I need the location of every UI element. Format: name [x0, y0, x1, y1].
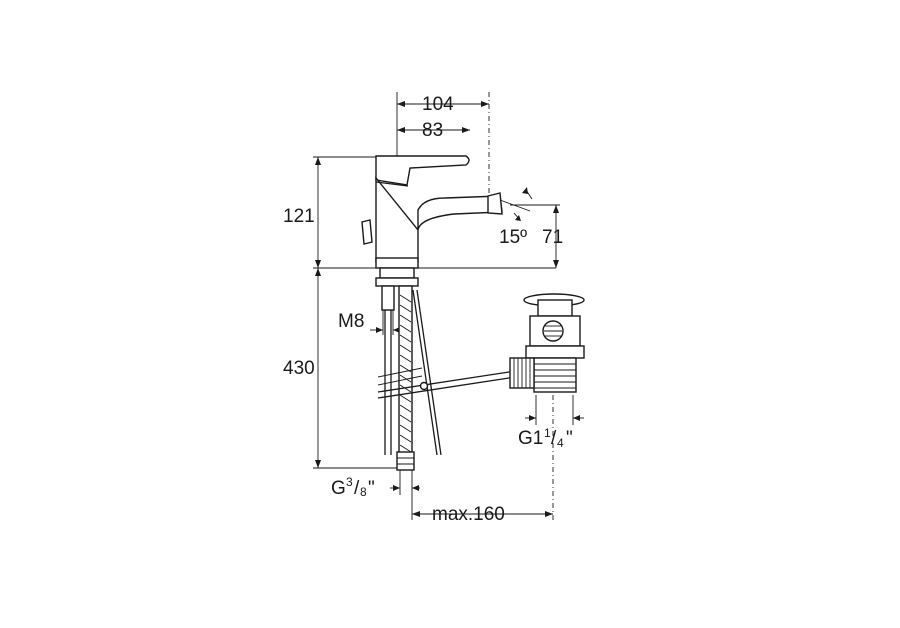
svg-text:/: /: [551, 428, 557, 449]
svg-text:G: G: [331, 478, 346, 499]
faucet-body: [361, 155, 503, 311]
dim-width-total: 104: [422, 94, 454, 115]
hoses: [377, 285, 523, 471]
svg-text:3: 3: [346, 475, 353, 489]
dim-flexible-length: 430: [283, 358, 315, 379]
dim-width-spout: 83: [422, 120, 443, 141]
svg-text:G1: G1: [518, 428, 543, 449]
svg-text:": ": [368, 478, 375, 499]
dim-height-body: 121: [283, 206, 315, 227]
dim-inlet-thread: G 3 / 8 ": [331, 475, 375, 499]
svg-text:8: 8: [360, 485, 367, 499]
dimension-lines: [313, 92, 584, 520]
svg-text:1: 1: [544, 426, 551, 440]
dimension-labels: 104 83 121 15º 71 M8 430 G 3 / 8 " G1 1 …: [283, 94, 573, 525]
dim-max-distance: max.160: [432, 504, 505, 525]
svg-text:4: 4: [557, 436, 564, 450]
dim-spout-angle: 15º: [499, 227, 527, 248]
svg-text:/: /: [354, 478, 360, 499]
svg-text:": ": [566, 428, 573, 449]
pop-up-waste: [509, 293, 585, 393]
dim-waste-thread: G1 1 / 4 ": [518, 426, 573, 450]
dim-thread-stud: M8: [338, 311, 364, 332]
dim-spout-height: 71: [542, 227, 563, 248]
